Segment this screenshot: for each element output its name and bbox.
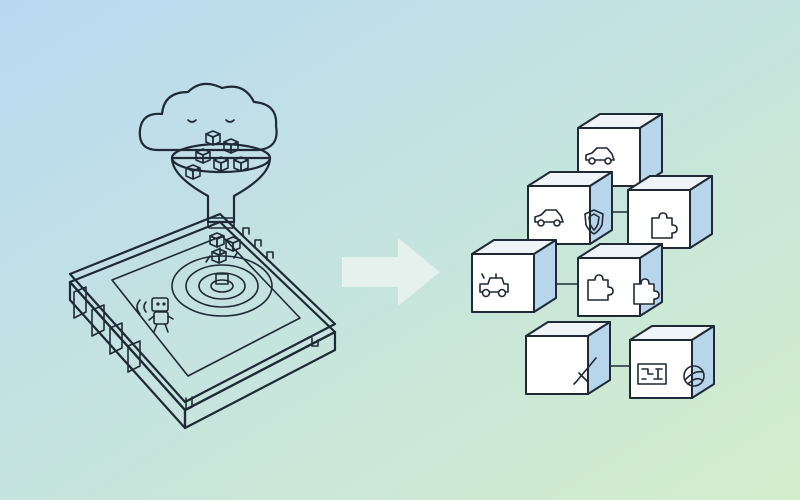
cubes-layer — [471, 113, 715, 399]
sword-icon — [573, 357, 597, 385]
funnel-cubes — [185, 130, 249, 180]
robot-icon — [136, 297, 174, 333]
cube — [525, 321, 611, 395]
cloud-icon — [138, 82, 278, 152]
circuit-board — [68, 212, 337, 430]
car-icon — [585, 147, 615, 165]
globe-icon — [683, 365, 705, 387]
small-cube-icon — [211, 248, 227, 264]
cube — [471, 239, 557, 313]
shield-icon — [584, 209, 604, 235]
source-group — [68, 82, 337, 430]
cube — [577, 243, 663, 317]
circuit-map-icon — [637, 363, 667, 385]
small-cube-icon — [205, 130, 221, 146]
target-icon — [171, 247, 273, 317]
puzzle-piece-icon — [633, 278, 660, 305]
small-cube-icon — [213, 156, 229, 172]
small-cube-icon — [195, 148, 211, 164]
cube — [629, 325, 715, 399]
cube-network — [471, 113, 715, 399]
jeep-icon — [479, 273, 509, 298]
small-cube-icon — [223, 138, 239, 154]
cube — [527, 171, 613, 245]
car-icon — [534, 209, 564, 227]
falling-cubes — [209, 232, 241, 264]
puzzle-piece-icon — [587, 274, 614, 301]
puzzle-piece-icon — [651, 212, 678, 239]
small-cube-icon — [185, 164, 201, 180]
small-cube-icon — [233, 156, 249, 172]
small-cube-icon — [225, 236, 241, 252]
small-cube-icon — [209, 232, 225, 248]
connector-pins — [73, 286, 141, 373]
funnel-icon — [170, 142, 272, 229]
arrow-right-icon — [342, 238, 440, 306]
